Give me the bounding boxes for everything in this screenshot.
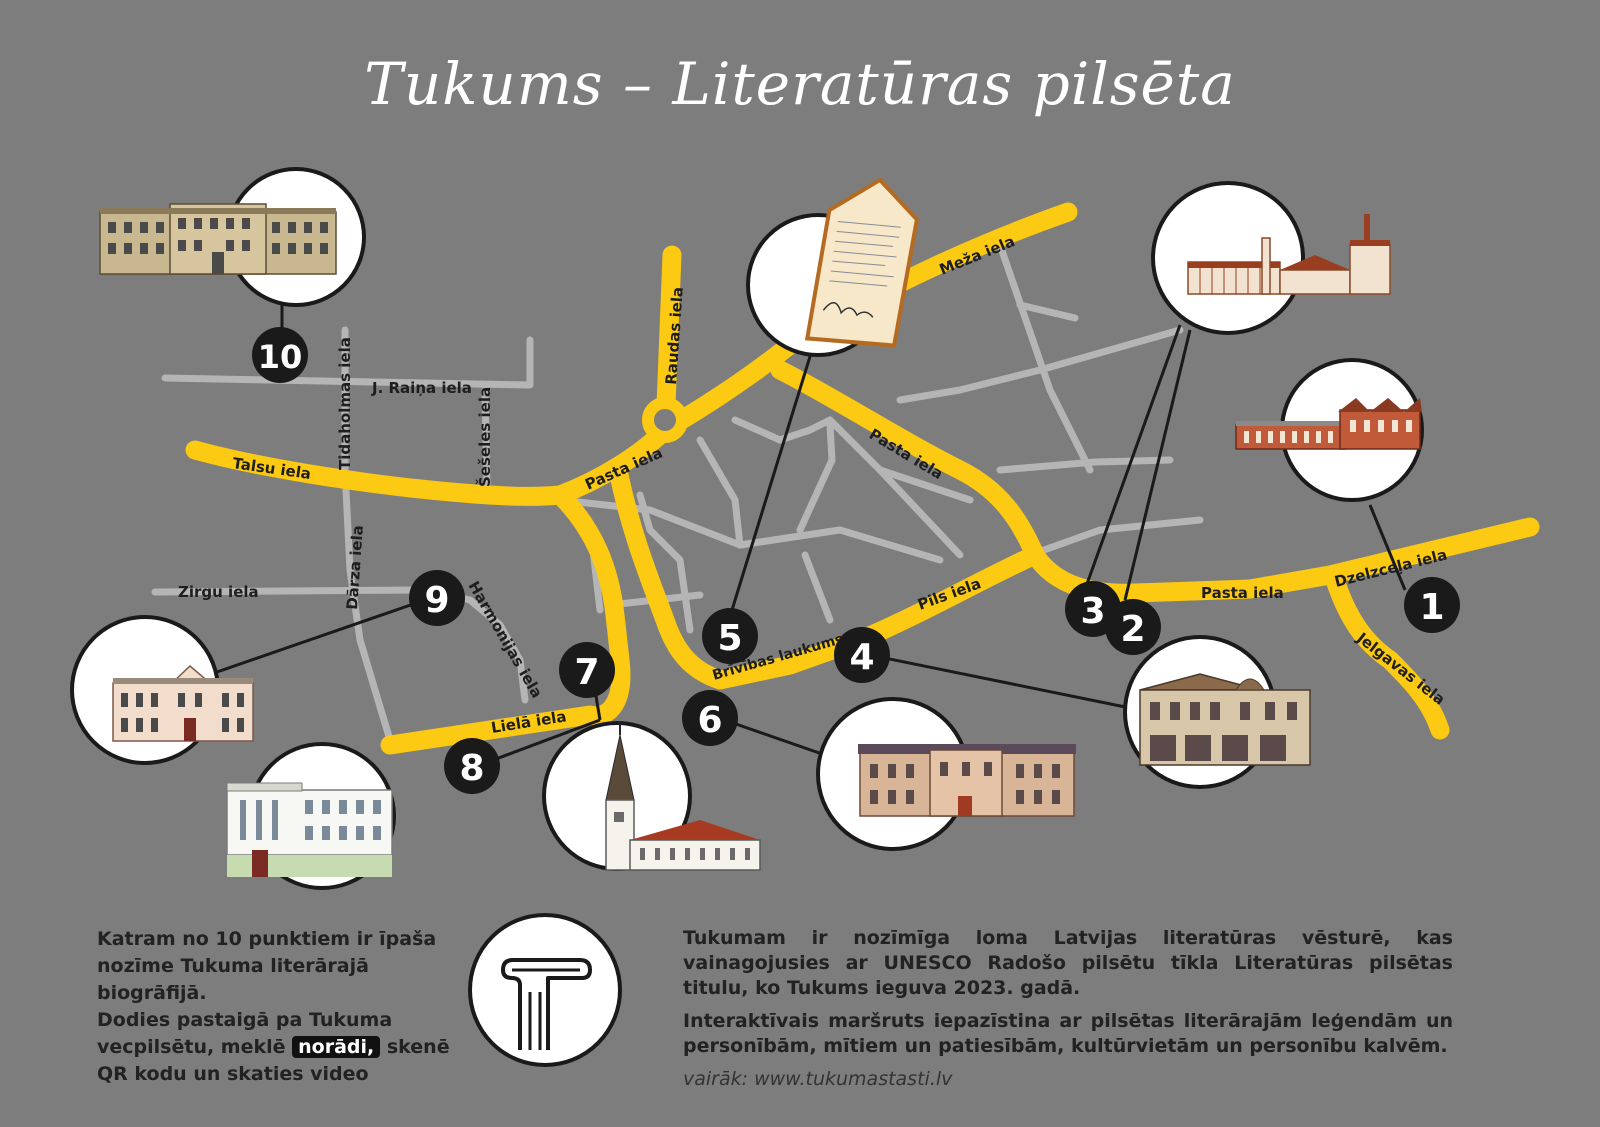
side-street bbox=[556, 496, 744, 549]
side-street bbox=[151, 586, 529, 704]
side-street bbox=[341, 326, 394, 744]
route-markers: 1 2 3 4 5 6 7 8 9 10 bbox=[252, 327, 1460, 794]
side-street bbox=[1026, 516, 1204, 559]
road-talsu bbox=[185, 440, 570, 506]
marker-8[interactable]: 8 bbox=[444, 738, 500, 794]
road-liela bbox=[380, 485, 631, 755]
connector-1 bbox=[1368, 504, 1407, 591]
connector-lines bbox=[164, 295, 1407, 767]
info-left-p2-b: skenē QR kodu un skaties video bbox=[97, 1036, 450, 1085]
connector-3 bbox=[1081, 324, 1182, 596]
side-street bbox=[896, 326, 1184, 404]
manor-building-icon bbox=[112, 664, 254, 742]
info-right: Tukumam ir nozīmīga loma Latvijas litera… bbox=[683, 926, 1453, 1100]
side-street bbox=[731, 416, 964, 559]
manuscript-icon bbox=[804, 177, 920, 348]
label-darza-iela: Dārza iela bbox=[343, 525, 367, 611]
info-right-p1: Tukumam ir nozīmīga loma Latvijas litera… bbox=[683, 927, 1453, 999]
info-left-p2: Dodies pastaigā pa Tukuma vecpilsētu, me… bbox=[97, 1007, 477, 1088]
marker-4-number: 4 bbox=[849, 637, 874, 678]
marker-6-number: 6 bbox=[697, 700, 722, 741]
info-left-p2-a: Dodies pastaigā pa Tukuma vecpilsētu, me… bbox=[97, 1009, 393, 1058]
road-jelgavas bbox=[1325, 570, 1450, 740]
connector-2 bbox=[1123, 329, 1192, 601]
info-left-highlight: norādi, bbox=[292, 1036, 381, 1058]
marker-7[interactable]: 7 bbox=[559, 642, 615, 698]
label-pasta-iela-east: Pasta iela bbox=[1201, 584, 1284, 602]
side-street bbox=[996, 456, 1174, 474]
side-street bbox=[876, 466, 974, 504]
marker-1[interactable]: 1 bbox=[1404, 577, 1460, 633]
side-street bbox=[796, 421, 836, 534]
marker-1-number: 1 bbox=[1419, 587, 1444, 628]
connector-8 bbox=[479, 718, 601, 767]
marker-8-number: 8 bbox=[459, 748, 484, 789]
marker-9[interactable]: 9 bbox=[409, 570, 465, 626]
marker-5[interactable]: 5 bbox=[702, 608, 758, 664]
more-info-link[interactable]: vairāk: www.tukumastasti.lv bbox=[683, 1068, 953, 1090]
side-streets bbox=[151, 241, 1204, 744]
t-logo-icon bbox=[468, 913, 622, 1067]
side-street bbox=[696, 436, 744, 549]
connector-5 bbox=[730, 349, 814, 611]
marker-4[interactable]: 4 bbox=[834, 627, 890, 683]
side-street bbox=[481, 386, 491, 494]
wooden-house-icon bbox=[1139, 673, 1311, 766]
marker-6[interactable]: 6 bbox=[682, 690, 738, 746]
town-hall-icon bbox=[858, 744, 1076, 817]
info-left-p1: Katram no 10 punktiem ir īpaša nozīme Tu… bbox=[97, 928, 437, 1004]
label-seseles-iela: Šešeles iela bbox=[475, 387, 494, 487]
culture-house-icon bbox=[226, 782, 393, 877]
railway-station-icon bbox=[1235, 398, 1422, 450]
info-right-p2: Interaktīvais maršruts iepazīstina ar pi… bbox=[683, 1010, 1453, 1057]
marker-3[interactable]: 3 bbox=[1065, 581, 1121, 637]
road-brivibas-pils bbox=[608, 460, 1045, 690]
marker-5-number: 5 bbox=[717, 618, 742, 659]
marker-7-number: 7 bbox=[574, 652, 599, 693]
page-title: Tukums – Literatūras pilsēta bbox=[364, 50, 1236, 118]
side-street bbox=[996, 241, 1094, 474]
info-left: Katram no 10 punktiem ir īpaša nozīme Tu… bbox=[97, 926, 477, 1088]
marker-10[interactable]: 10 bbox=[252, 327, 308, 383]
connector-4 bbox=[869, 653, 1141, 712]
marker-10-number: 10 bbox=[258, 338, 303, 376]
label-tidaholmas-iela: Tidaholmas iela bbox=[336, 337, 354, 470]
label-raina-iela: J. Raiņa iela bbox=[371, 379, 472, 397]
brewery-icon bbox=[1187, 214, 1391, 295]
side-street bbox=[801, 551, 834, 624]
school-building-icon bbox=[99, 203, 337, 275]
marker-2-number: 2 bbox=[1120, 609, 1145, 650]
roundabout bbox=[642, 397, 688, 443]
marker-3-number: 3 bbox=[1080, 591, 1105, 632]
label-zirgu-iela: Zirgu iela bbox=[178, 583, 259, 601]
church-icon bbox=[605, 722, 761, 871]
circle-2-3 bbox=[1151, 181, 1305, 335]
side-street bbox=[736, 526, 944, 564]
side-street bbox=[1016, 301, 1079, 322]
marker-9-number: 9 bbox=[424, 580, 449, 621]
